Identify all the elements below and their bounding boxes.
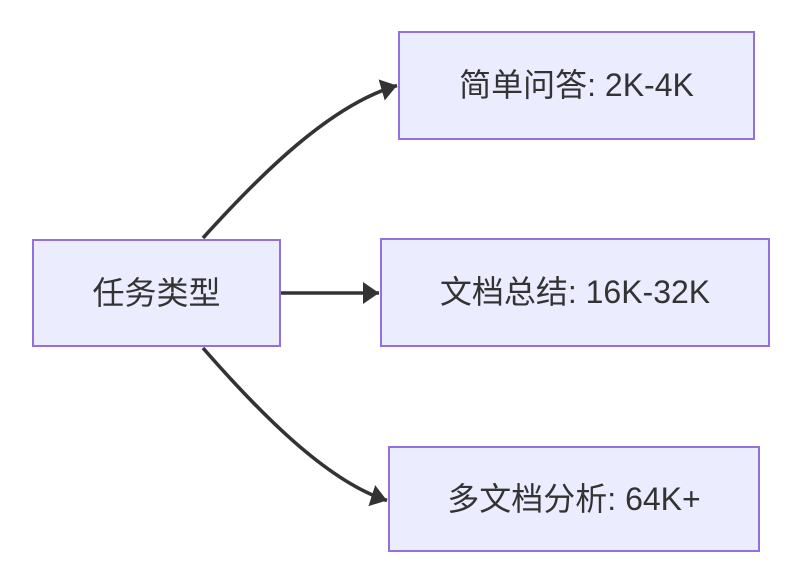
node-multi-doc-label: 多文档分析: 64K+ [447,480,701,517]
node-simple-qa-label: 简单问答: 2K-4K [459,67,694,104]
edge-root-to-multi-doc [201,346,388,507]
node-doc-summary-label: 文档总结: 16K-32K [439,274,711,311]
node-multi-doc: 多文档分析: 64K+ [388,446,760,552]
edge-root-to-simple-qa [201,79,398,240]
node-doc-summary: 文档总结: 16K-32K [380,238,770,347]
node-simple-qa: 简单问答: 2K-4K [398,31,755,140]
node-task-type-label: 任务类型 [92,274,221,311]
node-task-type: 任务类型 [32,239,281,347]
